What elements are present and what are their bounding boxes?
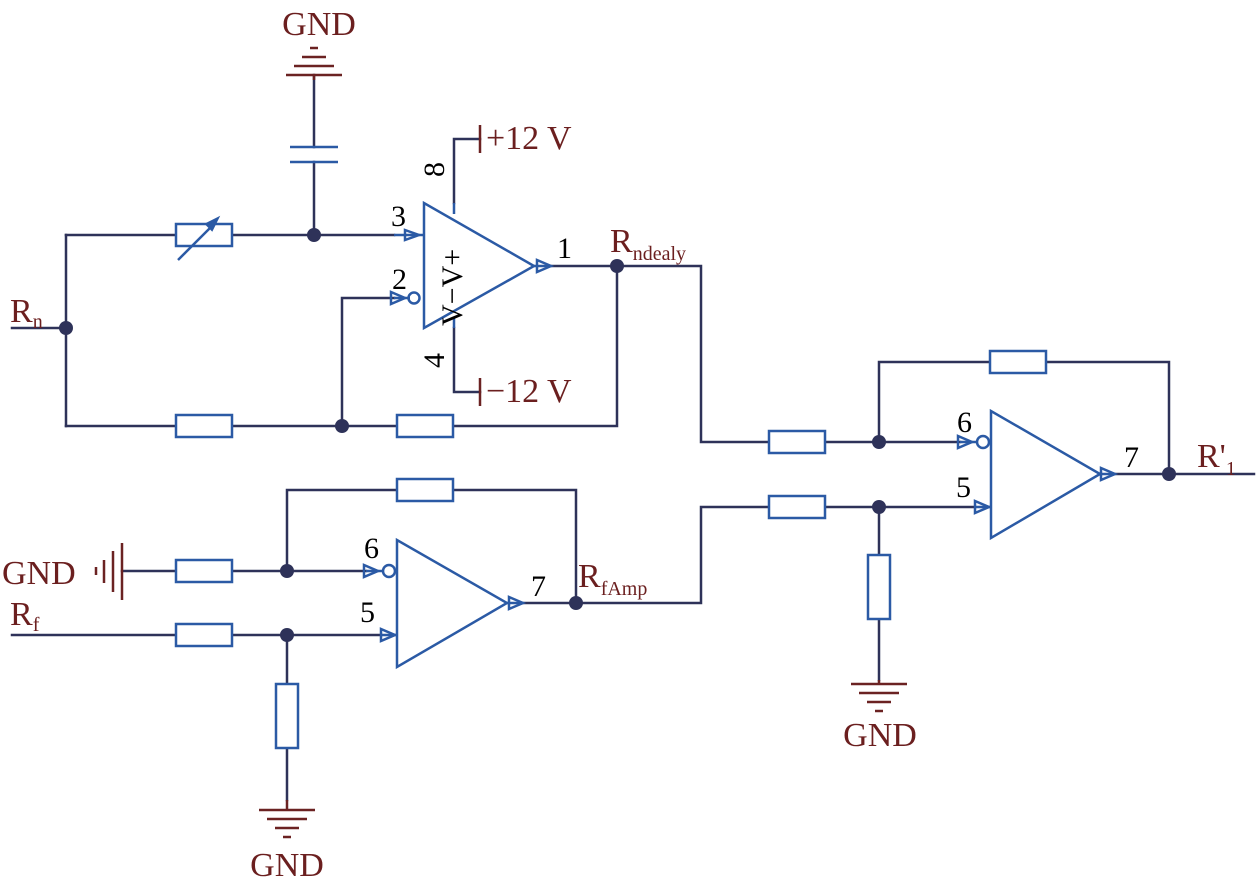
rn-label: Rn [10,293,43,333]
wire-rndealy-route [615,264,962,444]
node [307,228,321,242]
node [280,628,294,642]
capacitor [290,145,338,164]
opamp3-pin-6: 6 [957,406,972,439]
rndealy-label: Rndealy [610,223,686,265]
opamp1-pin-4: 4 [418,353,451,368]
wire-rfamp-route [574,505,977,605]
ground-symbol-stage2 [259,800,315,839]
wire-inv-feedback [340,296,396,428]
opamp1-pin-1: 1 [557,232,572,265]
opamp3-pin-7: 7 [1124,441,1139,474]
resistors [174,222,1048,750]
opamp-3 [956,408,1119,541]
resistor-stage3-input [767,429,827,455]
resistor-stage2-gnd-input [174,558,234,584]
opamp1-pin-8: 8 [418,162,451,177]
opamp1-supply-text: V−V+ [436,249,469,326]
r1-output-label: R'1 [1197,438,1236,480]
node [335,419,349,433]
supply-neg-label: −12 V [486,373,572,410]
gnd-label-stage3: GND [843,717,917,754]
resistor-bottom-right [395,413,455,439]
variable-arrow-icon [177,215,221,261]
wire-bottom-loop [64,264,619,428]
resistor-rf-input [174,622,234,648]
opamp-1 [389,200,555,331]
supply-pos-label: +12 V [486,120,572,157]
opamp1-pin-3: 3 [391,200,406,233]
junction-nodes [59,228,1176,642]
node [569,596,583,610]
wire-fb2 [285,488,578,605]
node [872,500,886,514]
ground-symbol-left [94,543,124,600]
wires [10,73,1256,802]
node [610,259,624,273]
resistor-bottom-left [174,413,234,439]
gnd-label-left: GND [2,555,76,592]
resistor-stage3-noninv [767,494,827,520]
opamp-2 [362,537,527,670]
node [872,435,886,449]
resistor-stage3-feedback [988,349,1048,375]
opamp2-pin-6: 6 [364,532,379,565]
opamp2-pin-7: 7 [531,570,546,603]
gnd-label-stage2: GND [250,847,324,884]
opamp3-pin-5: 5 [956,471,971,504]
ground-symbol-top [286,46,342,80]
opamp1-pin-2: 2 [392,263,407,296]
resistor-stage2-ground [274,682,300,750]
ground-symbol-stage3 [851,680,907,713]
rf-label: Rf [10,596,40,636]
rfamp-label: RfAmp [578,558,647,600]
gnd-label-top: GND [282,6,356,43]
opamp2-pin-5: 5 [360,596,375,629]
wire-supply-neg [452,326,482,394]
node [1162,467,1176,481]
wire-fb3 [877,360,1171,476]
node [280,564,294,578]
wire-supply-pos [452,137,482,205]
resistor-stage2-feedback [395,477,455,503]
node [59,321,73,335]
resistor-stage3-ground [866,553,892,621]
